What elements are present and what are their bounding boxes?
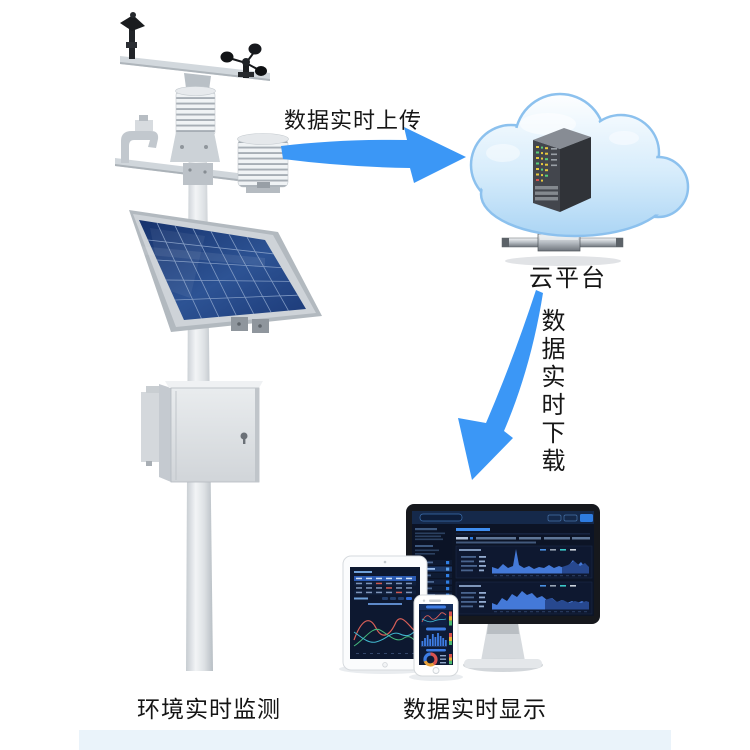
dashboard-primary-button (580, 514, 593, 522)
sensor-bracket (121, 115, 159, 163)
dashboard-devices (339, 504, 600, 681)
cabinet-lock-icon (240, 432, 248, 440)
crossarm-mount (184, 73, 211, 90)
tablet-line-chart (353, 618, 417, 654)
upload-arrow-icon (281, 127, 466, 183)
download-flow-label: 数据实时下载 (537, 308, 564, 476)
radiation-shield-2-icon (237, 133, 289, 193)
monitor-chart-panel-1 (455, 545, 593, 579)
cloud-platform-label: 云平台 (529, 265, 607, 292)
phone-home-button (432, 667, 440, 674)
cloud-icon (469, 92, 690, 238)
tablet-dashboard (339, 555, 431, 674)
phone-speaker-icon (429, 599, 441, 602)
cloud-server-icon (469, 92, 690, 266)
phone-dashboard (409, 594, 463, 681)
download-arrow-icon (458, 290, 543, 480)
weather-station-illustration (115, 12, 322, 671)
station-caption: 环境实时监测 (137, 696, 281, 722)
monitor-chart-panel-2 (455, 581, 593, 615)
control-cabinet-icon (141, 381, 263, 483)
upload-flow-label: 数据实时上传 (284, 108, 423, 133)
tablet-home-button (382, 662, 388, 668)
solar-panel-icon (129, 210, 322, 333)
tablet-camera-icon (383, 560, 387, 564)
phone-bar-chart (421, 633, 452, 647)
devices-caption: 数据实时显示 (403, 696, 547, 722)
anemometer-icon (220, 43, 267, 78)
server-icon (533, 128, 591, 212)
phone-donut-chart (423, 652, 438, 667)
footer-accent-bar (79, 730, 671, 750)
dashboard-search-input (419, 513, 463, 522)
wind-vane-icon (120, 12, 145, 59)
phone-line-chart (421, 611, 452, 626)
